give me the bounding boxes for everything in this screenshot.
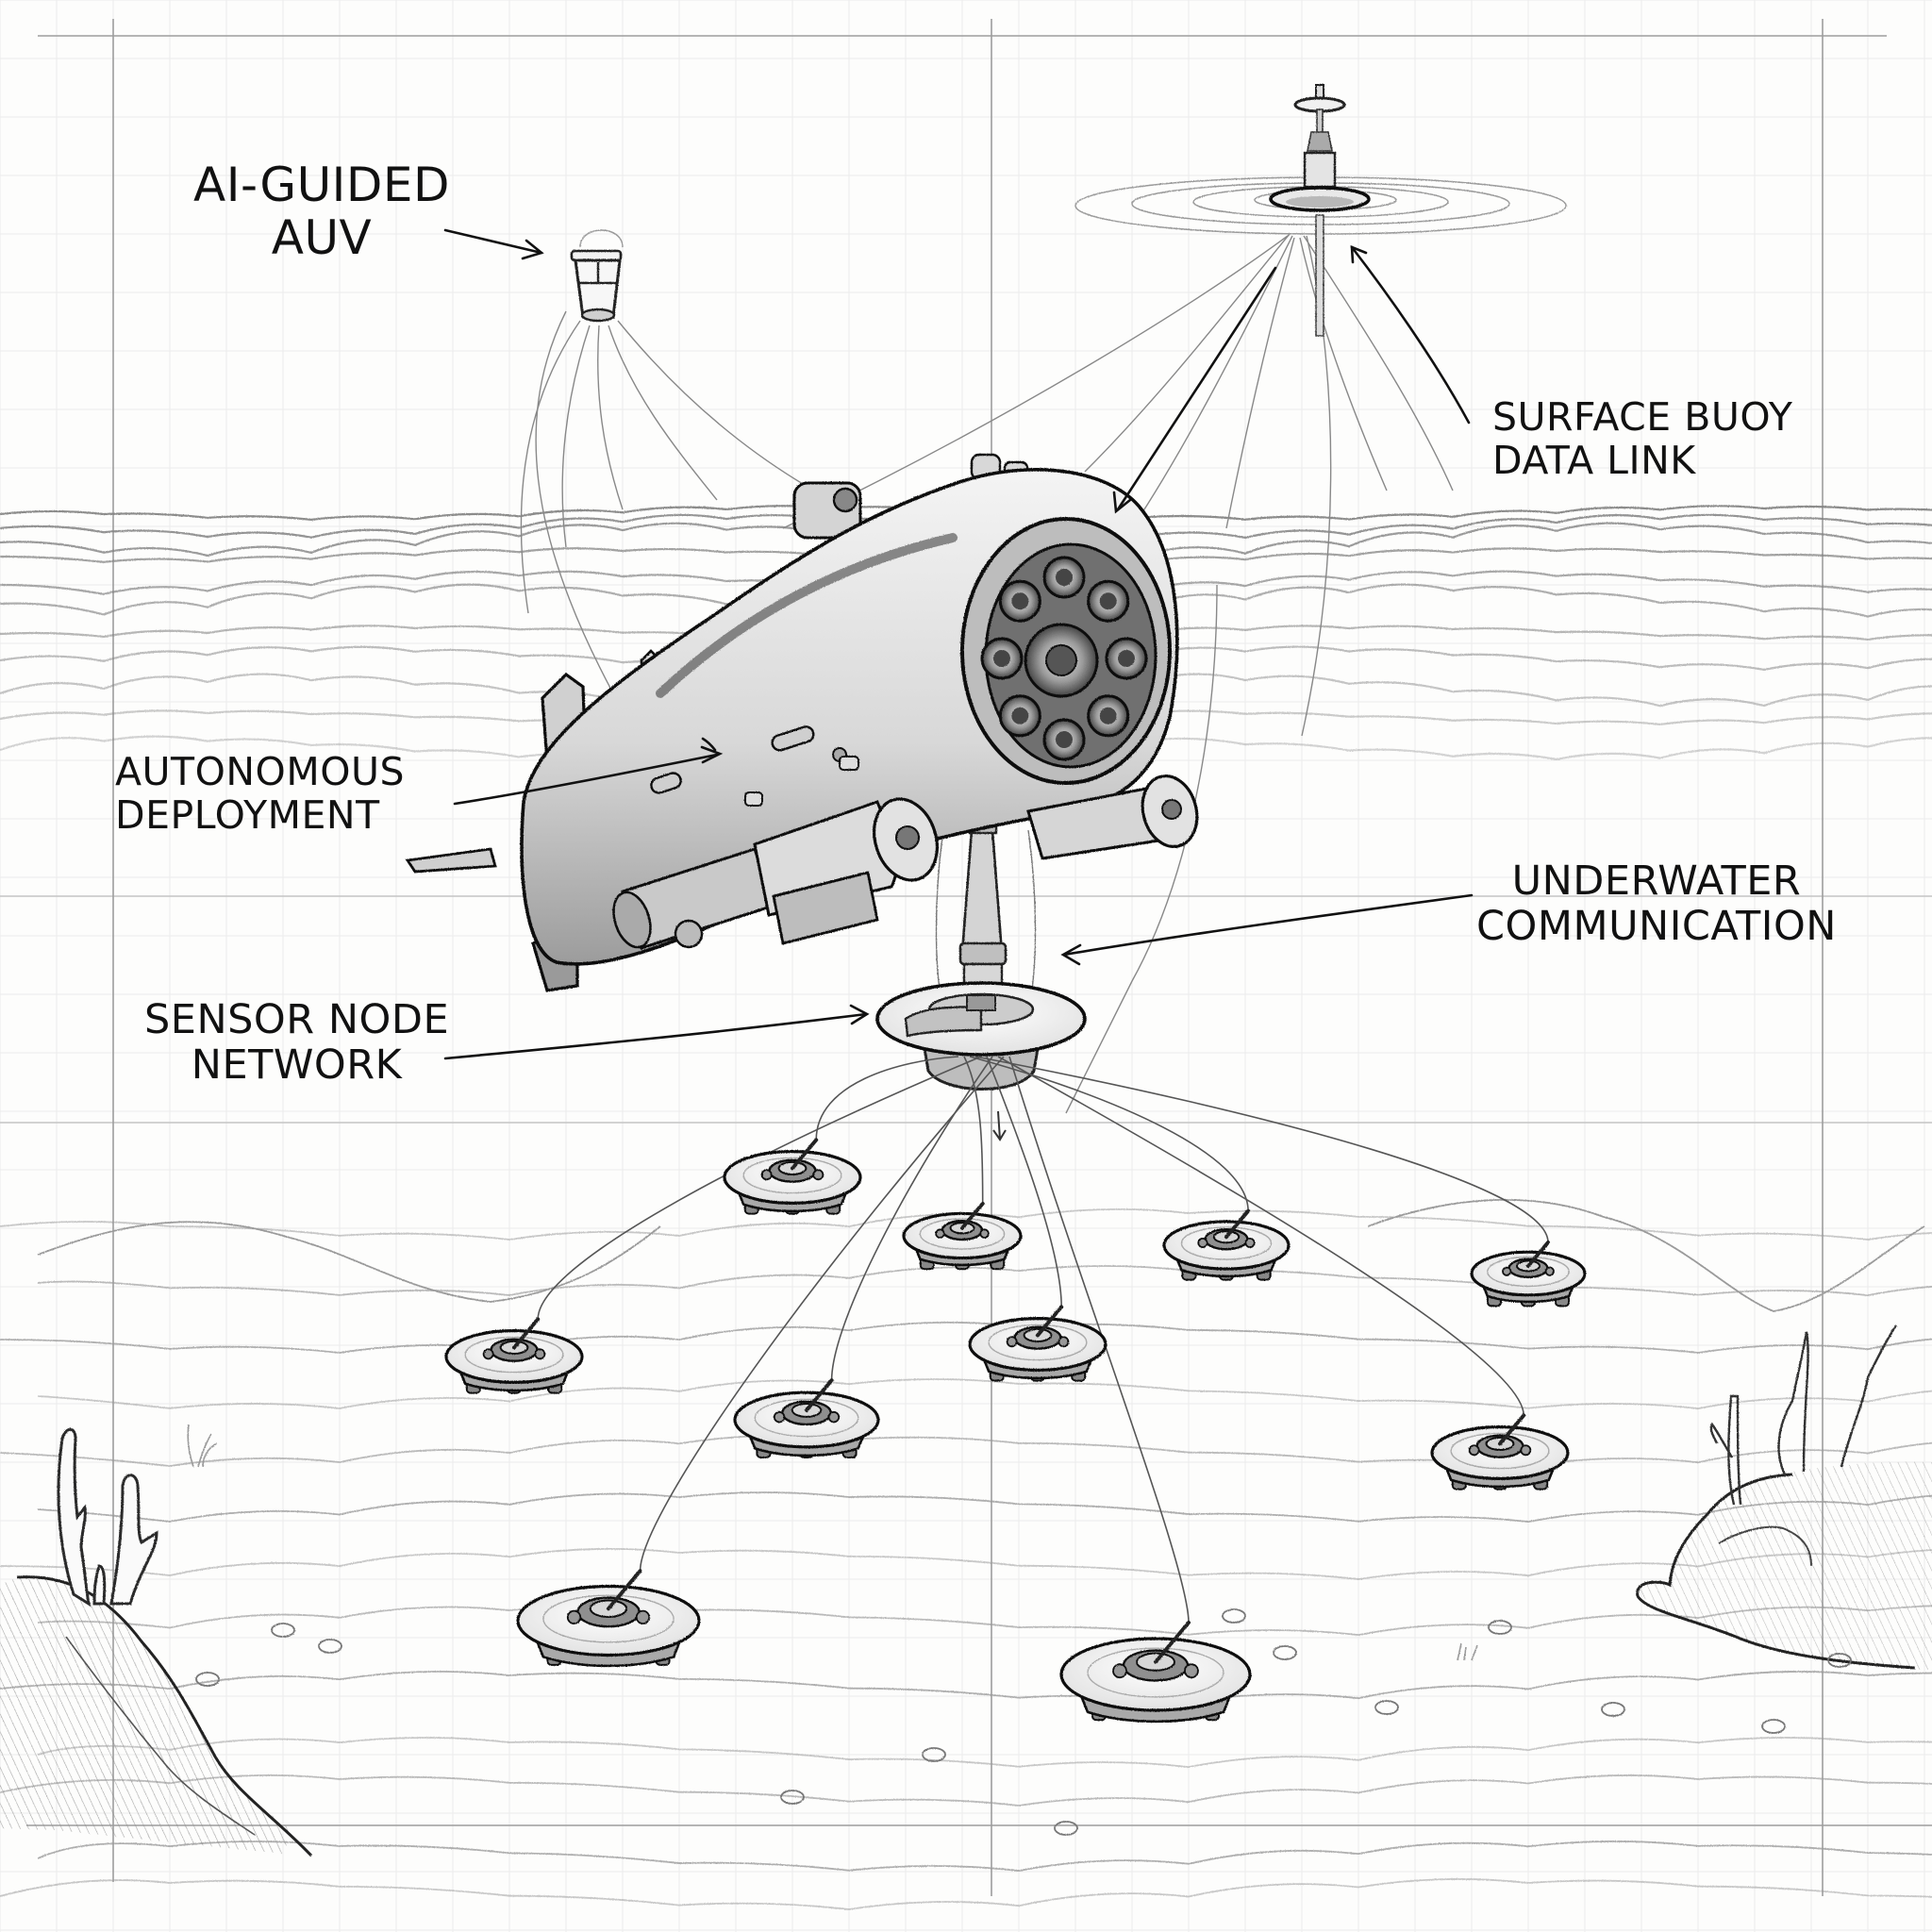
- label-line: SURFACE BUOY: [1492, 394, 1793, 440]
- tether-line: [974, 1056, 1549, 1243]
- arrow-to-buoy-and-hull: [1112, 245, 1471, 514]
- tether-line: [997, 1056, 1524, 1416]
- sensor-node-network: [444, 1138, 1587, 1724]
- rock-icon: [1636, 1461, 1932, 1670]
- sensor-node-icon: [444, 1317, 584, 1394]
- sensor-port-lens: [1011, 707, 1029, 724]
- sensor-port-lens: [993, 650, 1010, 667]
- seafloor-contour: [0, 1774, 1932, 1807]
- label-ai-guided-auv: AI-GUIDED AUV: [193, 158, 450, 264]
- tether-line: [639, 1056, 1005, 1572]
- pebble: [1488, 1620, 1512, 1635]
- leader-arrows: [443, 228, 1474, 1060]
- pebble: [1761, 1719, 1786, 1734]
- pebble: [271, 1623, 295, 1638]
- node-tethers: [537, 1056, 1549, 1624]
- seafloor-contour: [37, 1737, 1932, 1768]
- sensor-port-lens: [1118, 650, 1135, 667]
- seafloor-contour: [37, 1378, 1932, 1409]
- arrow-to-communication: [1060, 893, 1474, 966]
- pebble: [1827, 1653, 1852, 1668]
- sensor-port-lens: [1099, 707, 1117, 724]
- sensor-port-lens: [1056, 731, 1073, 748]
- main-submarine-icon: [405, 453, 1199, 992]
- seafloor-contour: [0, 1547, 1932, 1580]
- seaweed-sketch: [187, 1424, 1478, 1661]
- hub-node-icon: [875, 814, 1087, 1091]
- pebble: [1054, 1821, 1078, 1836]
- pebble: [1273, 1645, 1297, 1660]
- sensor-port-ring: [980, 556, 1148, 761]
- label-line: UNDERWATER: [1511, 858, 1802, 905]
- arrow-to-small-auv: [443, 228, 544, 260]
- sensor-node-icon: [1470, 1241, 1587, 1307]
- label-surface-buoy-data-link: SURFACE BUOY DATA LINK: [1492, 394, 1793, 483]
- tether-line: [815, 1056, 959, 1141]
- label-autonomous-deployment: AUTONOMOUS DEPLOYMENT: [115, 749, 405, 838]
- seafloor-contour: [0, 1321, 1932, 1354]
- label-line: DATA LINK: [1492, 437, 1696, 483]
- pebble: [1222, 1608, 1246, 1624]
- sensor-port-lens: [1099, 592, 1117, 610]
- tether-line: [830, 1056, 993, 1381]
- tether-line: [963, 1056, 984, 1204]
- label-line: AUTONOMOUS: [115, 749, 405, 794]
- pebble: [780, 1790, 805, 1805]
- hill-outline: [37, 1221, 661, 1303]
- sensor-node-icon: [968, 1305, 1108, 1382]
- seafloor-contour: [37, 1265, 1932, 1296]
- pebble: [922, 1747, 946, 1762]
- sensor-node-icon: [1430, 1413, 1570, 1491]
- seafloor-contour: [0, 1878, 1932, 1910]
- seafloor-contour: [37, 1605, 1932, 1636]
- small-auv-icon: [570, 229, 624, 323]
- seafloor-contour: [37, 1840, 1932, 1872]
- label-line: SENSOR NODE: [144, 996, 450, 1043]
- label-underwater-communication: UNDERWATER COMMUNICATION: [1476, 858, 1837, 949]
- tether-line: [986, 1056, 1062, 1307]
- sensor-node-icon: [516, 1569, 701, 1668]
- coral-icon: [1709, 1324, 1897, 1506]
- label-line: AI-GUIDED: [193, 158, 451, 212]
- sensor-port-lens: [1056, 569, 1073, 586]
- pebble: [1601, 1702, 1625, 1717]
- arrow-to-sensor-node: [443, 1004, 870, 1060]
- sensor-node-icon: [733, 1378, 880, 1458]
- seafloor-pebbles: [195, 1608, 1852, 1836]
- pebble: [318, 1639, 342, 1654]
- tether-line: [1008, 1056, 1190, 1624]
- label-line: COMMUNICATION: [1476, 903, 1837, 951]
- label-line: NETWORK: [191, 1041, 403, 1090]
- seafloor-contour: [0, 1670, 1932, 1703]
- hill-outline: [1367, 1198, 1925, 1312]
- pebble: [195, 1672, 220, 1687]
- label-sensor-node-network: SENSOR NODE NETWORK: [144, 997, 449, 1088]
- sensor-node-icon: [723, 1138, 862, 1215]
- sensor-node-icon: [902, 1201, 1023, 1271]
- label-line: DEPLOYMENT: [115, 791, 380, 838]
- sensor-node-icon: [1059, 1621, 1252, 1724]
- coral-icon: [57, 1427, 158, 1607]
- surface-buoy-icon: [1074, 84, 1567, 337]
- seafloor-contour: [0, 1208, 1932, 1241]
- label-line: AUV: [271, 210, 373, 265]
- small-arrow-marker: [992, 1110, 1007, 1141]
- seafloor-terrain: [0, 1198, 1932, 1910]
- sensor-node-icon: [1162, 1208, 1291, 1281]
- seafloor-contour: [37, 1491, 1932, 1523]
- rock-icon: [0, 1575, 313, 1857]
- seafloor-contour: [0, 1434, 1932, 1467]
- tether-line: [537, 1056, 982, 1320]
- arrow-to-deployment: [453, 737, 724, 806]
- sensor-port-lens: [1011, 592, 1029, 610]
- pebble: [1374, 1700, 1399, 1715]
